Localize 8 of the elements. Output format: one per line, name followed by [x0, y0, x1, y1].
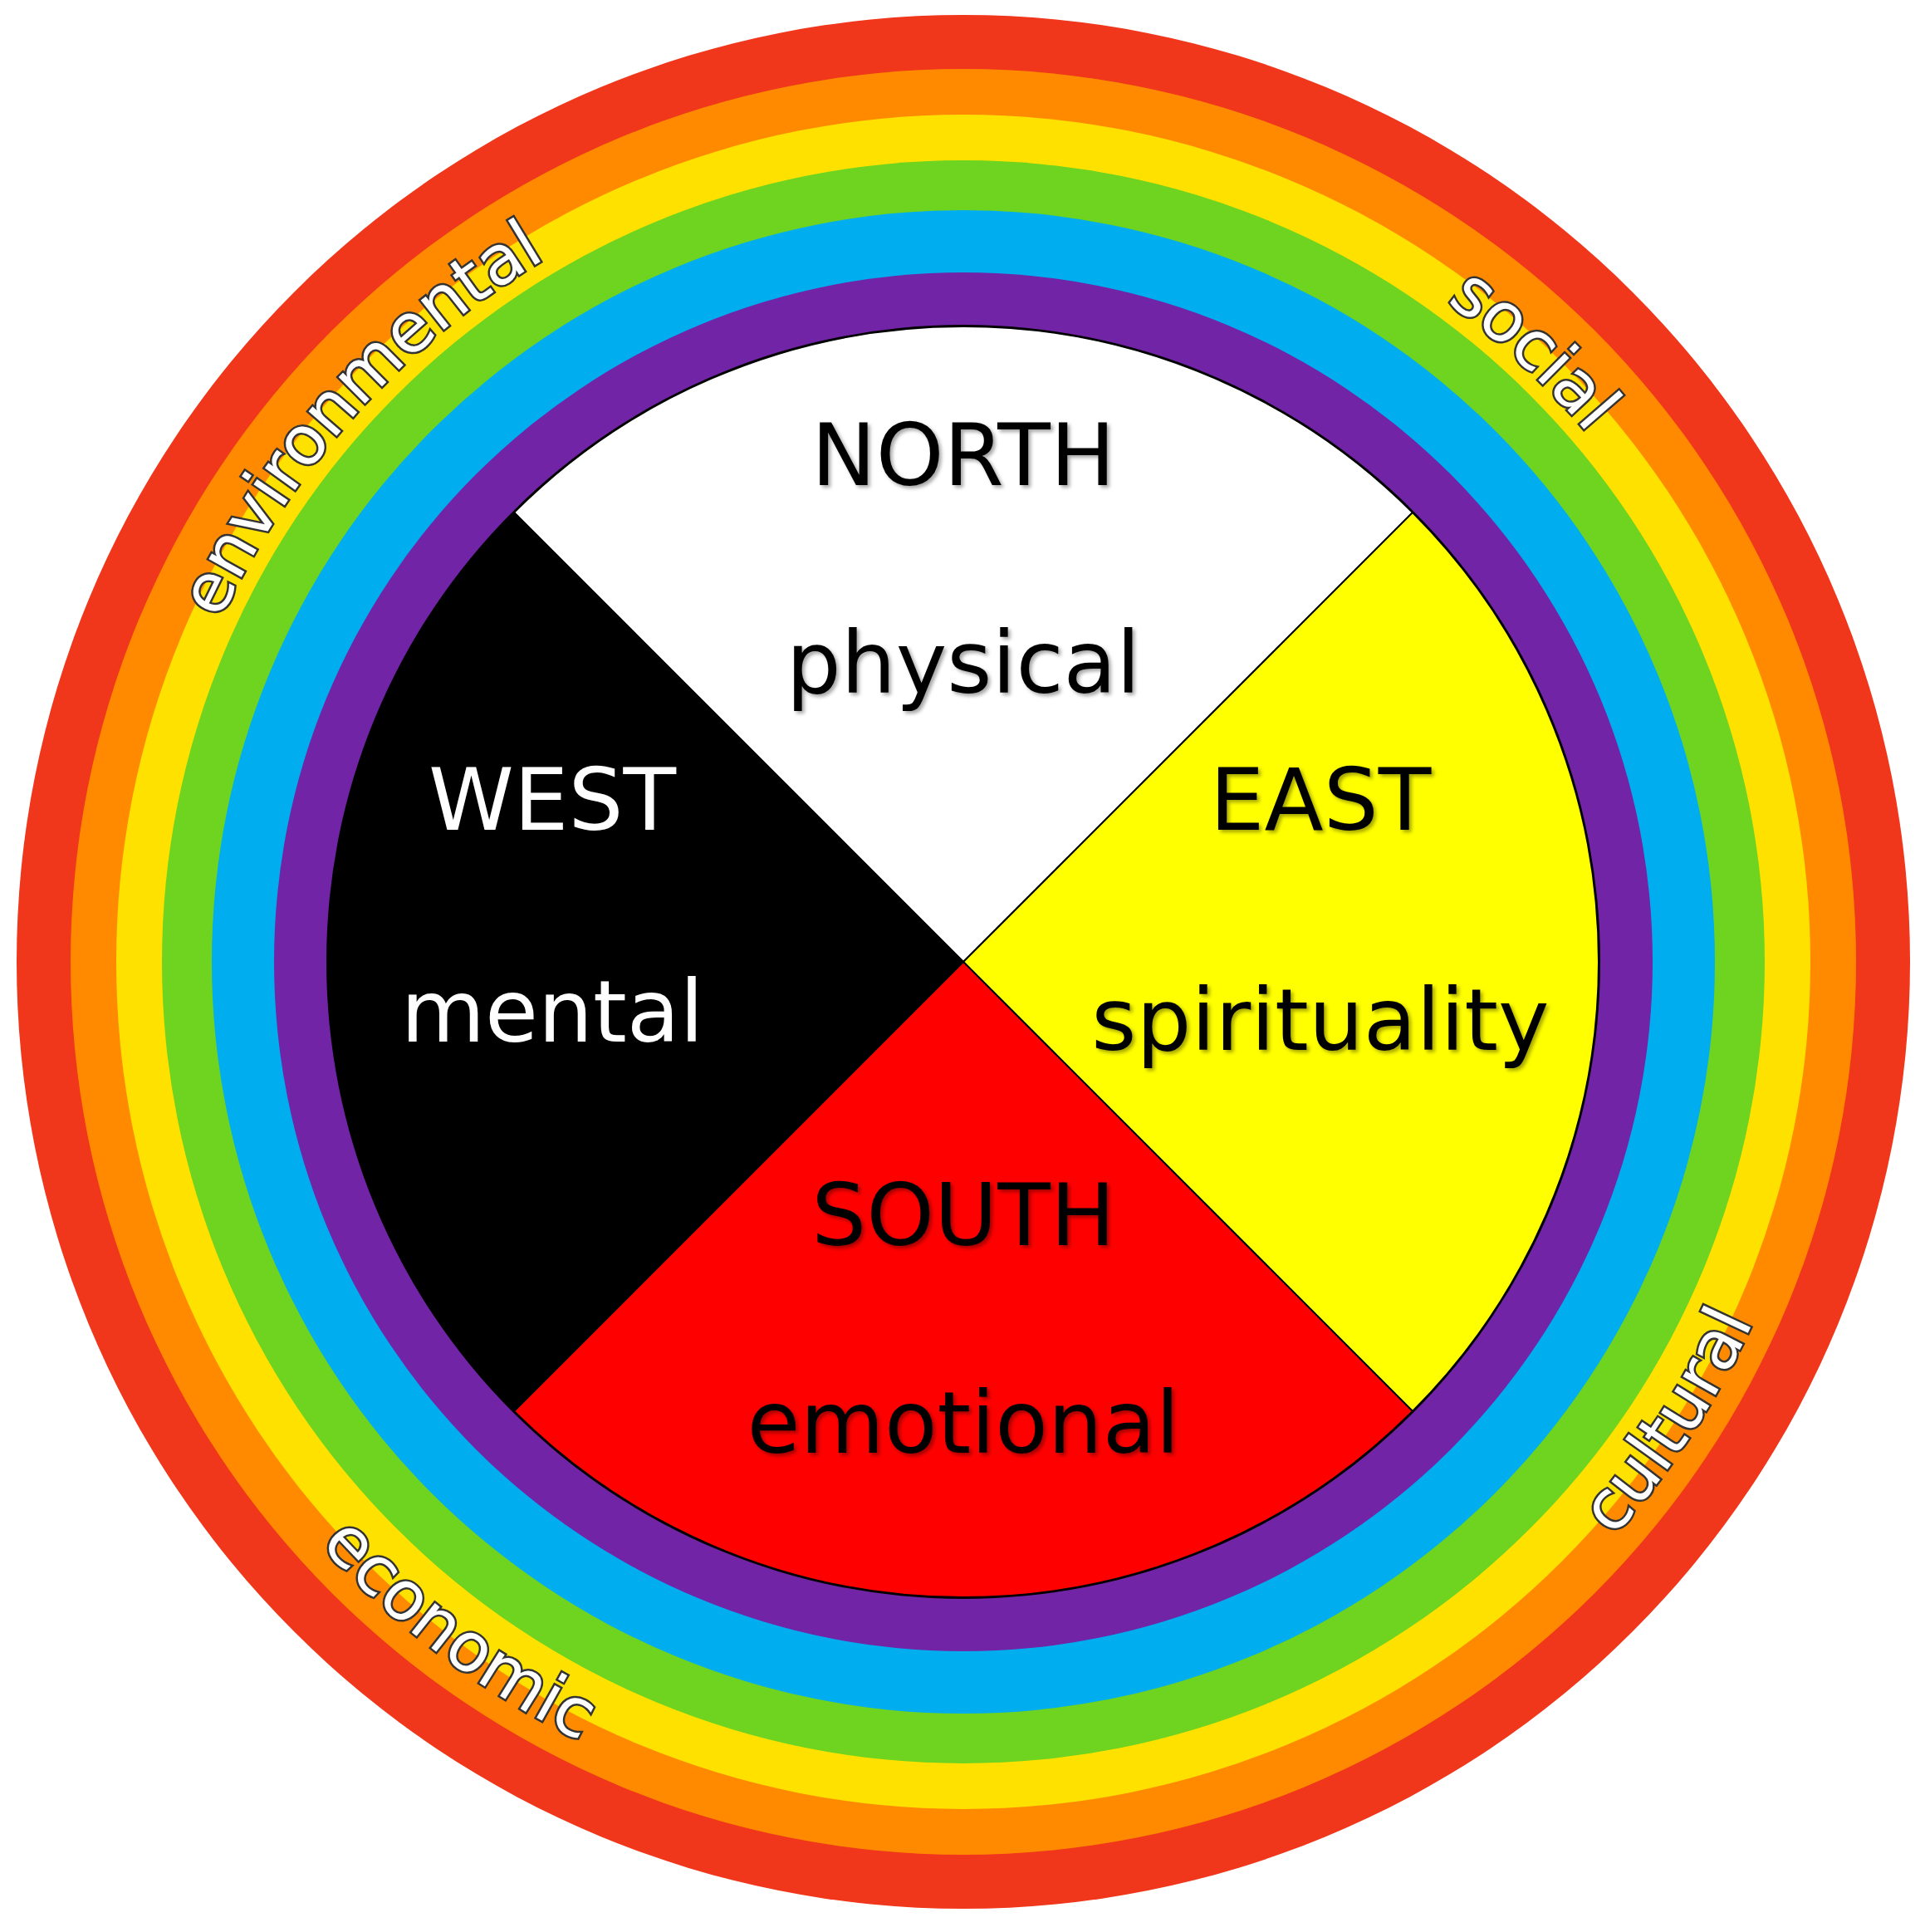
direction-label: WEST: [428, 752, 677, 848]
aspect-label: physical: [786, 615, 1141, 711]
aspect-label: emotional: [747, 1375, 1180, 1471]
aspect-label: spirituality: [1091, 972, 1550, 1068]
direction-label: EAST: [1209, 752, 1432, 848]
aspect-label: mental: [400, 964, 704, 1060]
direction-label: SOUTH: [811, 1167, 1115, 1263]
direction-label: NORTH: [811, 407, 1116, 503]
